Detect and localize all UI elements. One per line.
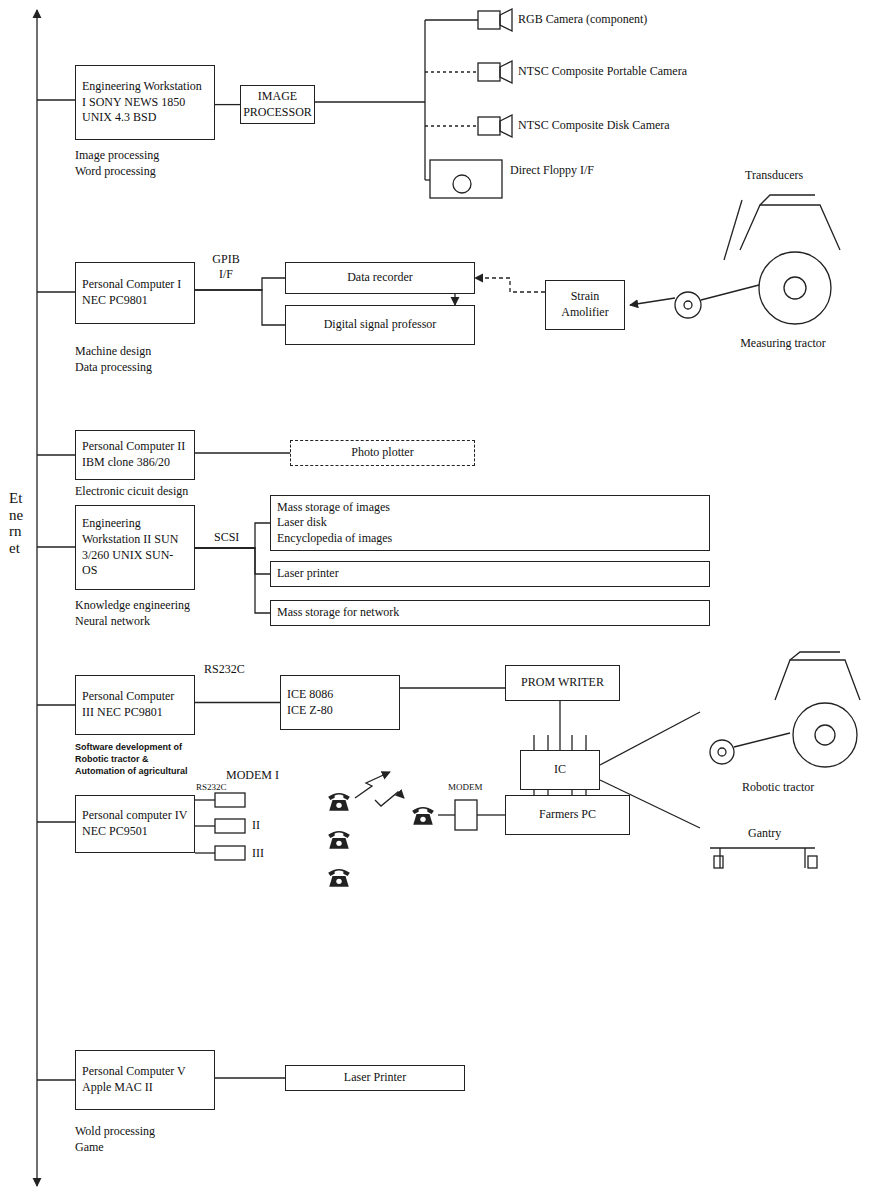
box-text: Laser Printer — [344, 1070, 406, 1086]
caption-label: RGB Camera (component) — [518, 12, 647, 27]
floppy-interface — [430, 160, 502, 198]
network-label: Etnernet — [9, 490, 24, 556]
plotter-box: Photo plotter — [290, 440, 475, 466]
connector — [195, 548, 270, 574]
caption-label: Automation of agricultural — [75, 766, 188, 777]
box-text: Mass storage of images — [277, 500, 703, 516]
measuring-tractor — [630, 195, 840, 324]
caption-label: MODEM I — [226, 768, 279, 783]
caption-label: RS232C — [204, 662, 245, 677]
box-text: PROM WRITER — [521, 675, 604, 691]
caption-label: Machine design — [75, 344, 151, 359]
prom-writer-box: PROM WRITER — [505, 665, 620, 701]
caption-label: Robotic tractor — [742, 780, 814, 795]
printer-box: Laser printer — [270, 561, 710, 587]
caption-label: Image processing — [75, 148, 159, 163]
caption-label: RS232C — [196, 783, 227, 793]
connector — [195, 523, 270, 548]
dsp-box: Digital signal professor — [285, 305, 475, 345]
caption-label: Electronic cicuit design — [75, 484, 188, 499]
gantry — [710, 848, 817, 868]
box-text: Personal Computer II IBM clone 386/20 — [82, 439, 188, 470]
caption-label: Neural network — [75, 614, 150, 629]
caption-label: III — [252, 846, 264, 861]
caption-label: Data processing — [75, 360, 152, 375]
box-text: Laser disk — [277, 515, 703, 531]
box-text: ICE Z-80 — [287, 703, 393, 719]
box-text: Encyclopedia of images — [277, 531, 703, 547]
box-text: Laser printer — [277, 566, 703, 582]
computer-box: Personal computer IV NEC PC9501 — [75, 795, 195, 853]
connector — [559, 701, 560, 750]
connector — [195, 548, 270, 613]
robotic-tractor — [710, 652, 860, 767]
radio-link — [355, 772, 404, 806]
caption-label: Game — [75, 1140, 104, 1155]
ice-box: ICE 8086ICE Z-80 — [280, 675, 400, 730]
computer-box: Personal Computer III NEC PC9801 — [75, 675, 195, 735]
ethernet-bus — [36, 10, 37, 1186]
ic-box: IC — [520, 750, 600, 790]
box-text: Photo plotter — [351, 445, 413, 461]
caption-label: Transducers — [745, 168, 803, 183]
box-text: Digital signal professor — [324, 317, 437, 333]
caption-label: Robotic tractor & — [75, 754, 149, 765]
box-text: IC — [554, 762, 566, 778]
box-text: Personal Computer V Apple MAC II — [82, 1064, 208, 1095]
box-text: Personal Computer I NEC PC9801 — [82, 277, 188, 308]
box-text: Data recorder — [347, 270, 413, 286]
caption-label: Measuring tractor — [738, 336, 828, 351]
camera-bus — [315, 20, 478, 180]
processor-box: IMAGE PROCESSOR — [240, 85, 315, 124]
caption-label: Wold processing — [75, 1124, 155, 1139]
box-text: Engineering Workstation II SUN 3/260 UNI… — [82, 516, 188, 578]
computer-box: Personal Computer I NEC PC9801 — [75, 262, 195, 324]
caption-label: GPIB I/F — [206, 252, 246, 282]
caption-label: MODEM — [448, 783, 483, 793]
connector — [195, 702, 280, 703]
box-text: Engineering Workstation I SONY NEWS 1850… — [82, 79, 208, 126]
connector — [195, 452, 290, 453]
box-text: ICE 8086 — [287, 687, 393, 703]
box-text: IMAGE PROCESSOR — [243, 89, 312, 120]
caption-label: Knowledge engineering — [75, 598, 190, 613]
modem-lines — [195, 793, 505, 860]
caption-label: Software development of — [75, 742, 182, 753]
ethernet-taps — [37, 100, 75, 1080]
caption-label: NTSC Composite Disk Camera — [518, 118, 670, 133]
connector — [454, 294, 455, 305]
amplifier-box: Strain Amolifier — [545, 280, 625, 330]
recorder-box: Data recorder — [285, 262, 475, 294]
box-text: Personal computer IV NEC PC9501 — [82, 808, 188, 839]
connector — [215, 1077, 285, 1078]
caption-label: NTSC Composite Portable Camera — [518, 64, 687, 79]
box-text: Mass storage for network — [277, 605, 703, 621]
connector — [475, 278, 545, 292]
connector — [195, 278, 285, 290]
box-text: Farmers PC — [539, 807, 596, 823]
workstation-box: Engineering Workstation II SUN 3/260 UNI… — [75, 505, 195, 590]
computer-box: Personal Computer II IBM clone 386/20 — [75, 430, 195, 480]
storage-box: Mass storage for network — [270, 600, 710, 626]
connector — [400, 687, 505, 688]
workstation-box: Engineering Workstation I SONY NEWS 1850… — [75, 65, 215, 140]
printer-box: Laser Printer — [285, 1065, 465, 1091]
farmer-pc-box: Farmers PC — [505, 795, 630, 835]
caption-label: Direct Floppy I/F — [510, 163, 594, 178]
caption-label: II — [252, 818, 260, 833]
box-text: Strain Amolifier — [552, 289, 618, 320]
computer-box: Personal Computer V Apple MAC II — [75, 1050, 215, 1110]
box-text: Personal Computer III NEC PC9801 — [82, 689, 188, 720]
connector — [195, 290, 285, 325]
telephone-icon — [328, 793, 434, 887]
connector — [215, 104, 240, 105]
caption-label: SCSI — [214, 530, 239, 545]
storage-box: Mass storage of imagesLaser diskEncyclop… — [270, 495, 710, 551]
caption-label: Word processing — [75, 164, 156, 179]
camera-icon — [478, 9, 512, 137]
caption-label: Gantry — [748, 826, 781, 841]
